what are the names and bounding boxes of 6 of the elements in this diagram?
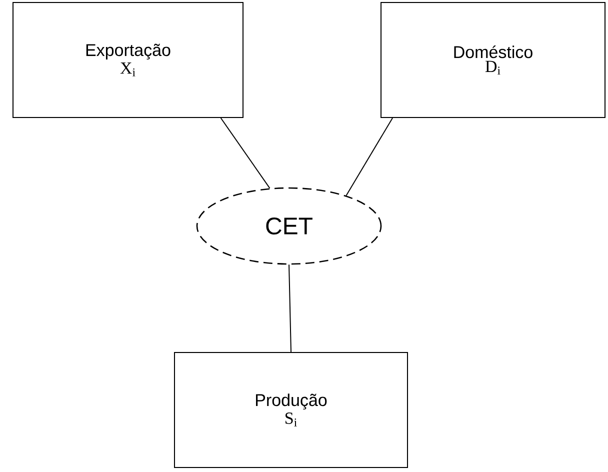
process-box: Exportação X$_{i}$ (12, 2, 244, 118)
process-box: Doméstico D$_{i}$ (380, 2, 606, 118)
process-box: Produção S$_{i}$ (174, 352, 408, 468)
connector-line (288, 264, 292, 352)
connector-line (220, 118, 270, 189)
connector-line (346, 118, 394, 196)
